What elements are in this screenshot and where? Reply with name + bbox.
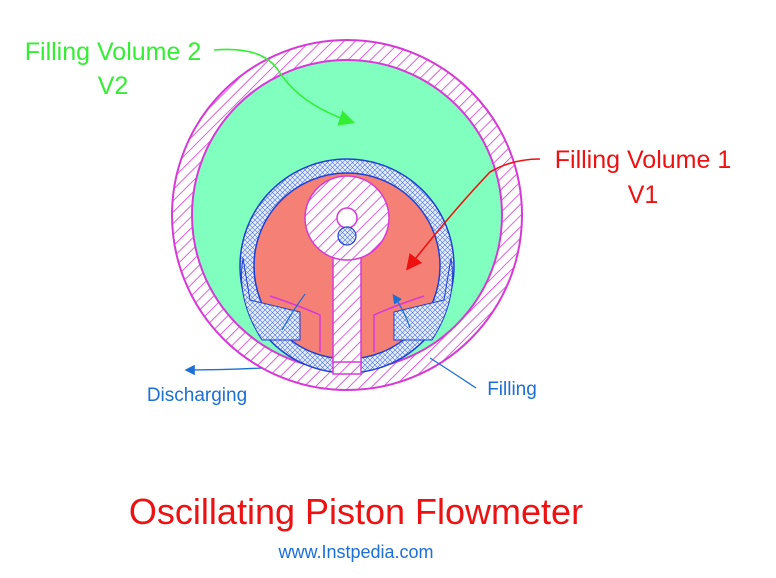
mesh-pad-right <box>393 257 453 341</box>
piston-stem <box>332 249 362 363</box>
outlet-port-right <box>373 295 425 352</box>
label-discharging: Discharging <box>147 385 247 406</box>
label-filling: Filling <box>487 379 537 400</box>
filling-leader-line <box>429 357 477 389</box>
label-filling-volume-2: Filling Volume 2 <box>25 38 201 66</box>
inlet-port-left <box>269 295 321 352</box>
label-v2: V2 <box>98 72 129 100</box>
website-link[interactable]: www.Instpedia.com <box>277 542 433 562</box>
discharging-leader-arrow <box>184 364 263 376</box>
mesh-pad-left <box>241 257 301 341</box>
piston-hub-inner <box>336 207 358 229</box>
volume-2-leader-arrow <box>213 48 356 126</box>
fill-flow-arrow <box>392 294 411 329</box>
label-v1: V1 <box>628 181 659 209</box>
diagram-title: Oscillating Piston Flowmeter <box>129 491 583 532</box>
label-filling-volume-1: Filling Volume 1 <box>555 146 731 174</box>
volume-1-leader-arrow <box>406 158 541 271</box>
discharge-flow-arrow <box>281 293 306 331</box>
guide-pin <box>337 226 357 246</box>
